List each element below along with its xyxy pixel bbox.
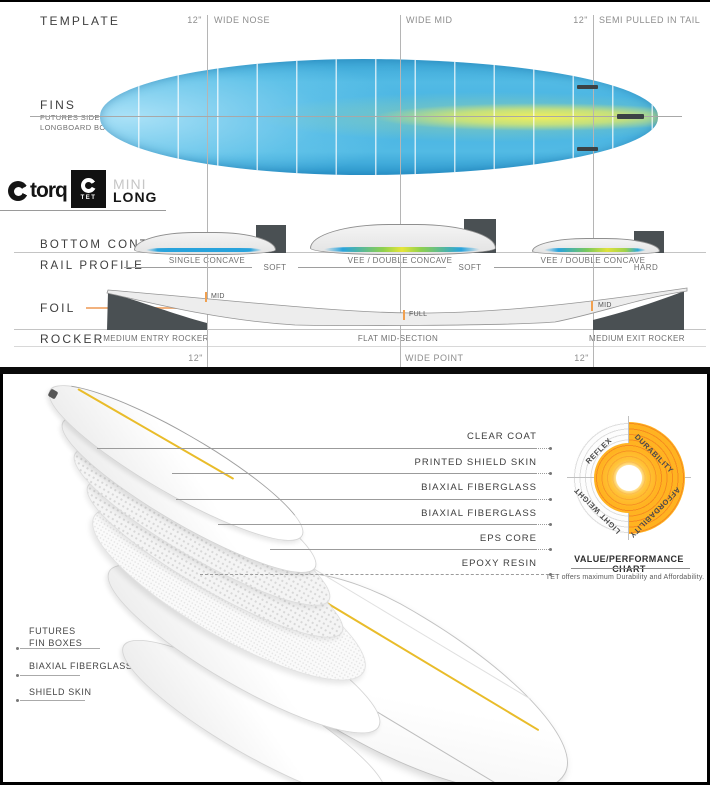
leader-epoxy-resin [200, 574, 549, 575]
rocker-baseline [14, 329, 706, 330]
chart-title-underline [571, 568, 690, 569]
wide-mid-label: WIDE MID [406, 15, 453, 25]
torq-wordmark: torq [30, 179, 68, 202]
rail-profile-title: RAIL PROFILE [40, 260, 144, 272]
left-leader-shield-skin [20, 700, 85, 701]
rail-line-3 [494, 267, 622, 268]
left-dot-3 [16, 699, 19, 702]
torq-circle-arrow-icon [8, 181, 28, 201]
fins-title: FINS [40, 98, 77, 112]
left-dot-1 [16, 647, 19, 650]
fins-detail-1: FUTURES SIDE BOXES [40, 113, 131, 122]
brand-underline [0, 210, 166, 211]
guide-line-mid [400, 15, 401, 367]
foil-tail-label: MID [598, 302, 612, 309]
chart-title: VALUE/PERFORMANCE CHART [574, 554, 684, 574]
leader-shield-skin [172, 473, 536, 474]
wide-nose-label: WIDE NOSE [214, 15, 271, 25]
rail-line-1 [124, 267, 252, 268]
fins-detail-2: LONGBOARD BOX [40, 123, 112, 132]
leader-shield-skin-dotted [536, 473, 549, 474]
chart-caption: TET offers maximum Durability and Afford… [545, 574, 705, 581]
board-plan-view [100, 59, 658, 175]
foil-profile-drawing [106, 287, 688, 330]
leader-dot-6 [549, 573, 552, 576]
section-divider [0, 367, 710, 374]
side-fin-box-top [577, 85, 598, 89]
tet-arrow-icon [81, 177, 96, 193]
foil-mid-label: FULL [409, 311, 428, 318]
contour-type-3: VEE / DOUBLE CONCAVE [540, 256, 646, 265]
tet-badge-label: TET [80, 194, 97, 201]
foil-title: FOIL [40, 301, 76, 315]
value-performance-chart: REFLEX DURABILITY AFFORDABILITY LIGHT WE… [567, 416, 691, 540]
tet-badge: TET [71, 170, 106, 208]
leader-dot-4 [549, 523, 552, 526]
rocker-mid-label: FLAT MID-SECTION [357, 334, 439, 343]
contour-type-2: VEE / DOUBLE CONCAVE [347, 256, 453, 265]
rail-type-3: HARD [633, 263, 659, 272]
label-biaxial-2: BIAXIAL FIBERGLASS [421, 508, 537, 519]
contour-type-1: SINGLE CONCAVE [168, 256, 246, 265]
concave-strip-1 [146, 248, 262, 252]
measure-row-line [14, 346, 706, 347]
label-clear-coat: CLEAR COAT [466, 431, 537, 442]
label-eps-core: EPS CORE [479, 533, 537, 544]
leader-clear-coat-dotted [536, 448, 549, 449]
rail-type-1: SOFT [263, 263, 287, 272]
label-futures-2: FIN BOXES [29, 638, 83, 648]
torq-logo: torq [8, 179, 68, 203]
wide-point-label: WIDE POINT [405, 353, 464, 363]
leader-eps-core [270, 549, 536, 550]
leader-biaxial-1-dotted [536, 499, 549, 500]
concave-strip-3 [544, 248, 646, 252]
side-fin-box-bottom [577, 147, 598, 151]
leader-dot-5 [549, 548, 552, 551]
label-biaxial-1: BIAXIAL FIBERGLASS [421, 482, 537, 493]
construction-panel: torq CLEAR COAT PRINTED SHIELD SKIN BIAX… [3, 374, 707, 782]
leader-biaxial-1 [176, 499, 536, 500]
nose-measure: 12" [187, 15, 202, 25]
leader-biaxial-2-dotted [536, 524, 549, 525]
model-name-top: MINI [113, 176, 147, 192]
left-leader-fin-boxes [20, 648, 100, 649]
guide-line-nose [207, 15, 208, 367]
tail-shape-label: SEMI PULLED IN TAIL [599, 15, 701, 25]
leader-biaxial-2 [218, 524, 536, 525]
tail-measure: 12" [573, 15, 588, 25]
bottom-nose-measure: 12" [188, 353, 203, 363]
label-futures-1: FUTURES [29, 626, 76, 636]
template-panel: TEMPLATE 12" WIDE NOSE WIDE MID 12" SEMI… [0, 2, 710, 367]
rail-line-2 [298, 267, 446, 268]
concave-strip-2 [324, 247, 480, 252]
cross-section-3 [532, 238, 660, 255]
left-dot-2 [16, 674, 19, 677]
rocker-exit-label: MEDIUM EXIT ROCKER [589, 334, 685, 343]
leader-clear-coat [97, 448, 536, 449]
label-left-shield-skin: SHIELD SKIN [29, 687, 92, 697]
chart-center-hub [616, 465, 642, 491]
leader-dot-2 [549, 472, 552, 475]
stringer-line [30, 116, 682, 117]
rail-type-2: SOFT [458, 263, 482, 272]
foil-nose-label: MID [211, 293, 225, 300]
label-left-biaxial: BIAXIAL FIBERGLASS [29, 661, 133, 671]
rocker-title: ROCKER [40, 332, 105, 346]
leader-eps-core-dotted [536, 549, 549, 550]
guide-line-tail [593, 15, 594, 367]
bottom-tail-measure: 12" [574, 353, 589, 363]
leader-dot-1 [549, 447, 552, 450]
left-leader-biaxial [20, 675, 80, 676]
model-name-bottom: LONG [113, 189, 158, 205]
center-fin-box [617, 114, 644, 119]
template-title: TEMPLATE [40, 14, 121, 28]
leader-dot-3 [549, 498, 552, 501]
rocker-entry-label: MEDIUM ENTRY ROCKER [103, 334, 209, 343]
template-grid-lines [100, 59, 658, 175]
label-epoxy-resin: EPOXY RESIN [461, 558, 537, 569]
label-printed-shield-skin: PRINTED SHIELD SKIN [414, 457, 537, 468]
